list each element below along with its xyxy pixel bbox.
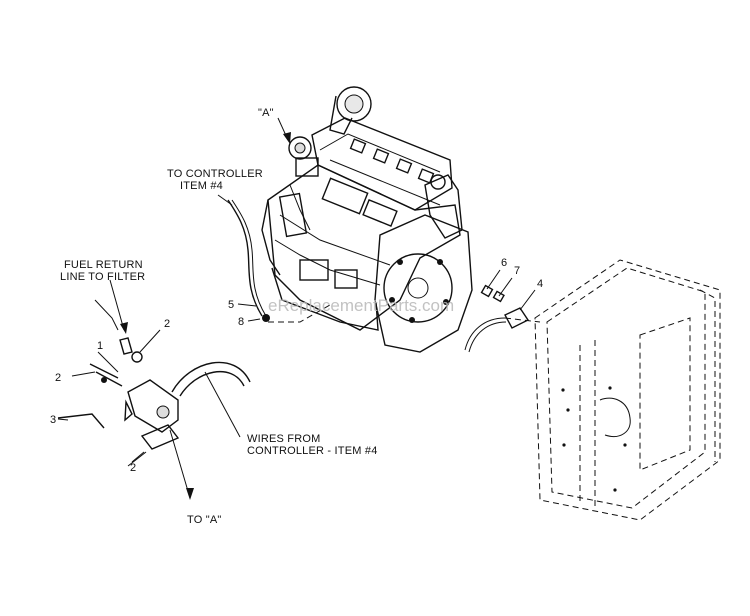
callout-6: 6	[501, 257, 507, 269]
fuel-return-label-line2: LINE TO FILTER	[60, 271, 145, 283]
hardware-right	[464, 269, 536, 353]
wires-from-label-line1: WIRES FROM	[247, 433, 321, 445]
leader-8	[247, 318, 261, 322]
leader-3	[57, 418, 69, 421]
fuel-return-leader	[109, 279, 125, 331]
a-marker-arrow	[283, 132, 291, 144]
callout-7: 7	[514, 265, 520, 277]
callout-2-bottom: 2	[130, 462, 136, 474]
ground-dash-line	[268, 304, 331, 323]
callout-3: 3	[50, 414, 56, 426]
leader-2-bottom	[131, 451, 145, 463]
callout-2-top: 2	[164, 318, 170, 330]
callout-8: 8	[238, 316, 244, 328]
a-marker-label: "A"	[258, 107, 274, 119]
enclosure-panel	[534, 259, 721, 521]
fuel-pump-assembly	[57, 299, 194, 500]
callout-1: 1	[97, 340, 103, 352]
callout-5: 5	[228, 299, 234, 311]
ground-terminal-8	[262, 314, 270, 322]
leader-5	[237, 303, 257, 307]
wires-arc	[171, 361, 251, 438]
callout-2-left: 2	[55, 372, 61, 384]
controller-wire	[217, 194, 267, 317]
to-controller-label-line1: TO CONTROLLER	[167, 168, 263, 180]
leader-1	[97, 351, 119, 373]
fuel-return-label-line1: FUEL RETURN	[64, 259, 143, 271]
bracket-dash-line	[504, 317, 541, 323]
callout-4: 4	[537, 278, 543, 290]
watermark: eReplacementParts.com	[268, 296, 454, 315]
to-controller-label-line2: ITEM #4	[180, 180, 223, 192]
engine-drawing	[261, 86, 473, 353]
wires-from-label-line2: CONTROLLER - ITEM #4	[247, 445, 378, 457]
fuel-return-arrow	[120, 322, 128, 334]
to-a-label: TO "A"	[187, 514, 221, 526]
